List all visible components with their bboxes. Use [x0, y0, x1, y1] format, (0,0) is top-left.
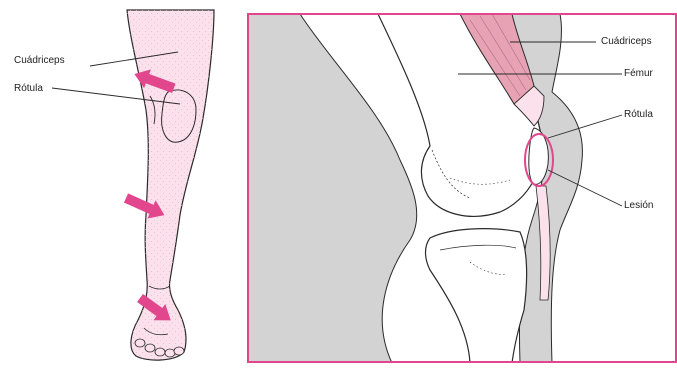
label-lesion: Lesión	[624, 200, 653, 212]
label-patella-left: Rótula	[14, 83, 43, 95]
label-quadriceps-right: Cuádriceps	[601, 36, 652, 48]
leg-figure	[52, 10, 214, 360]
toe	[174, 347, 184, 355]
toe	[165, 349, 175, 357]
label-femur: Fémur	[624, 68, 653, 80]
toe	[135, 339, 145, 347]
knee-cross-section	[248, 14, 677, 363]
label-patella-right: Rótula	[624, 109, 653, 121]
label-quadriceps-left: Cuádriceps	[14, 55, 65, 67]
toe	[145, 344, 155, 352]
toe	[155, 348, 165, 356]
